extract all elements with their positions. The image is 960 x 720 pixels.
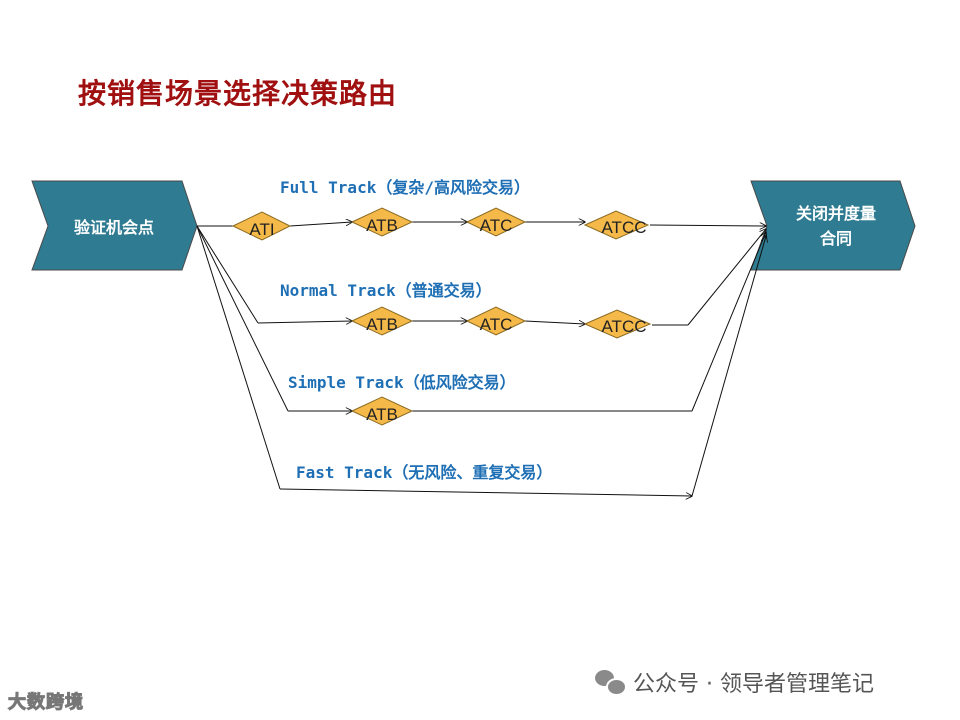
node-ati-full: ATI — [231, 211, 292, 241]
track-label-fast: Fast Track（无风险、重复交易） — [296, 463, 552, 482]
node-atcc-normal: ATCC — [583, 309, 652, 339]
logo-watermark: 大数跨境 — [8, 692, 84, 714]
start-node-label: 验证机会点 — [74, 218, 154, 237]
track-normal — [196, 225, 766, 325]
end-node-label-line2: 合同 — [820, 229, 852, 248]
svg-text:ATC: ATC — [480, 216, 513, 235]
svg-text:ATB: ATB — [366, 315, 398, 334]
track-label-simple: Simple Track（低风险交易） — [288, 373, 516, 392]
track-label-normal: Normal Track（普通交易） — [280, 281, 492, 300]
node-atb-full: ATB — [350, 207, 414, 237]
page-title: 按销售场景选择决策路由 — [78, 77, 398, 110]
node-atb-normal: ATB — [350, 306, 414, 336]
end-node: 关闭并度量 合同 — [750, 180, 916, 271]
track-label-full: Full Track（复杂/高风险交易） — [280, 178, 530, 197]
track-full — [197, 222, 766, 226]
wechat-watermark: 公众号 · 领导者管理笔记 — [595, 666, 874, 698]
node-atc-normal: ATC — [465, 306, 527, 336]
node-atcc-full: ATCC — [583, 210, 650, 240]
node-atc-full: ATC — [465, 207, 527, 237]
svg-text:ATB: ATB — [366, 405, 398, 424]
svg-text:ATB: ATB — [366, 216, 398, 235]
svg-text:ATCC: ATCC — [601, 218, 646, 237]
start-node: 验证机会点 — [31, 180, 198, 271]
wechat-icon — [595, 670, 627, 696]
wechat-watermark-text: 公众号 · 领导者管理笔记 — [633, 672, 874, 697]
node-atb-simple: ATB — [350, 396, 414, 426]
svg-text:ATI: ATI — [249, 220, 274, 239]
track-simple — [196, 225, 766, 411]
svg-text:ATC: ATC — [480, 315, 513, 334]
end-node-label-line1: 关闭并度量 — [796, 204, 876, 223]
track-fast — [196, 225, 766, 496]
svg-text:ATCC: ATCC — [601, 317, 646, 336]
